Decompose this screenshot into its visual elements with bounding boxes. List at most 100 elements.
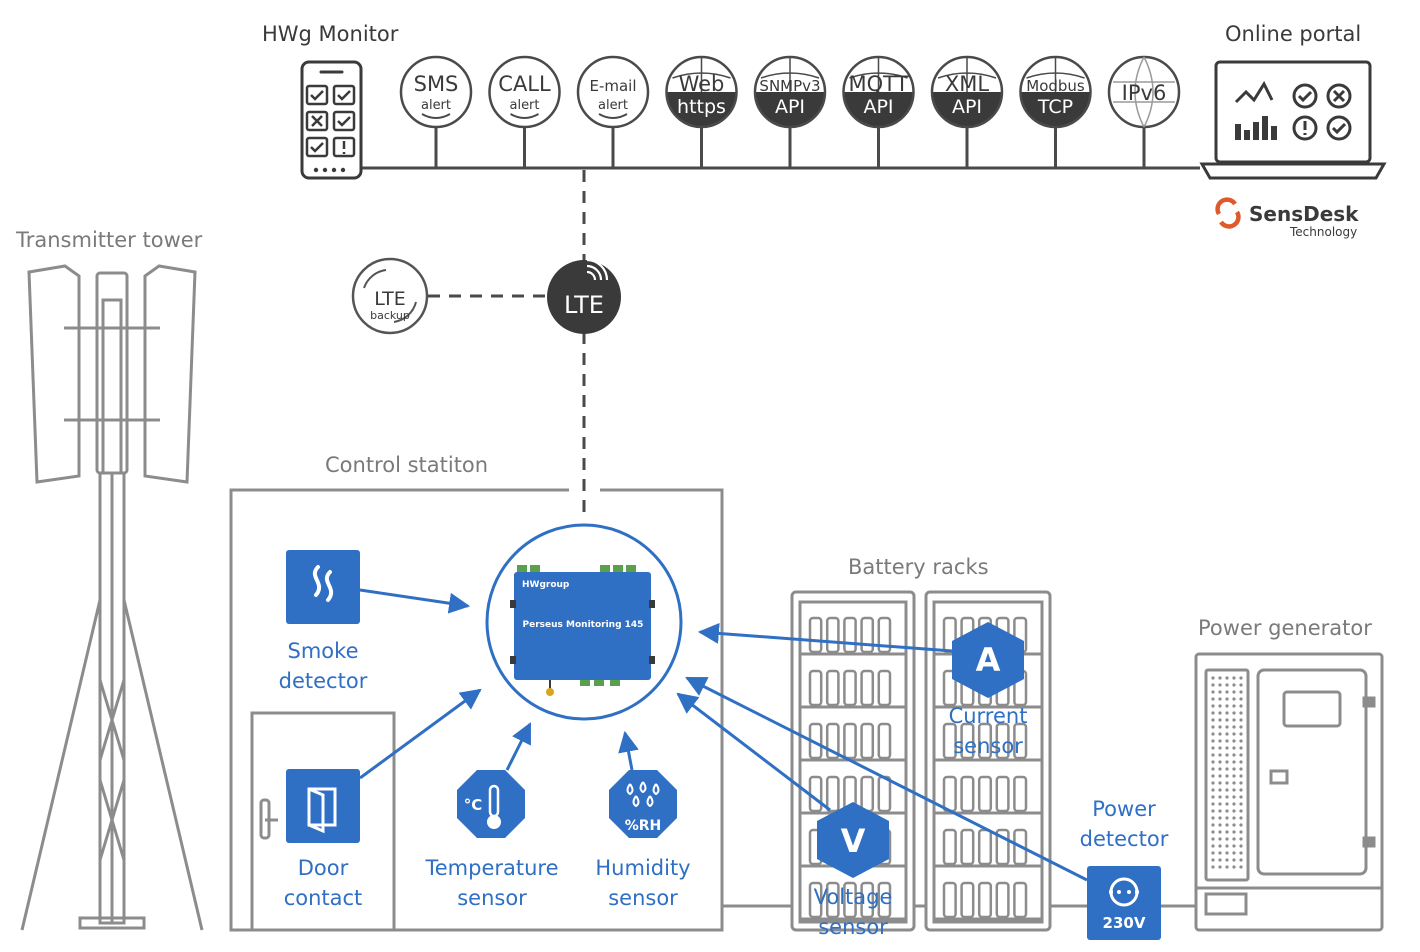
grille-dot [1225, 753, 1229, 757]
channel-icons: SMSalertCALLalertE-mailalertWebhttpsSNMP… [399, 55, 1181, 168]
device-model: Perseus Monitoring 145 [523, 620, 644, 630]
lte-hub-icon: LTE [547, 258, 621, 334]
humidity-label-2: sensor [608, 886, 678, 910]
power-detector-icon: 230V [1087, 866, 1161, 940]
channel-e-mail-icon: E-mail alert [576, 55, 650, 168]
channel-top-label: E-mail [589, 77, 636, 95]
grille-dot [1211, 809, 1215, 813]
grille-dot [1232, 690, 1236, 694]
grille-dot [1232, 795, 1236, 799]
channel-bottom-label: alert [598, 98, 628, 113]
grille-dot [1239, 774, 1243, 778]
grille-dot [1239, 858, 1243, 862]
grille-dot [1239, 795, 1243, 799]
grille-dot [1211, 830, 1215, 834]
grille-dot [1239, 830, 1243, 834]
control-station-box [229, 488, 1196, 932]
grille-dot [1239, 718, 1243, 722]
channel-top-label: CALL [498, 72, 551, 96]
grille-dot [1211, 844, 1215, 848]
channel-top-label: IPv6 [1122, 81, 1167, 105]
grille-dot [1218, 739, 1222, 743]
grille-dot [1225, 865, 1229, 869]
channel-top-label: SNMPv3 [759, 77, 820, 95]
channel-top-label: SMS [414, 72, 459, 96]
temperature-label-2: sensor [457, 886, 527, 910]
grille-dot [1225, 781, 1229, 785]
grille-dot [1232, 816, 1236, 820]
grille-dot [1211, 760, 1215, 764]
grille-dot [1225, 690, 1229, 694]
grille-dot [1218, 711, 1222, 715]
grille-dot [1232, 711, 1236, 715]
grille-dot [1232, 858, 1236, 862]
grille-dot [1211, 795, 1215, 799]
grille-dot [1232, 683, 1236, 687]
grille-dot [1225, 823, 1229, 827]
smoke-label-1: Smoke [288, 639, 359, 663]
channel-bottom-label: alert [421, 98, 451, 113]
voltage-label-2: sensor [818, 915, 888, 939]
grille-dot [1225, 851, 1229, 855]
grille-dot [1232, 788, 1236, 792]
grille-dot [1211, 851, 1215, 855]
battery-racks-title: Battery racks [848, 555, 989, 579]
laptop-dashboard-icon [1199, 60, 1387, 180]
transmitter-tower-icon [20, 264, 204, 931]
grille-dot [1239, 704, 1243, 708]
grille-dot [1239, 697, 1243, 701]
grille-dot [1211, 704, 1215, 708]
hwg-monitor-title: HWg Monitor [262, 22, 399, 46]
grille-dot [1232, 865, 1236, 869]
grille-dot [1218, 816, 1222, 820]
channel-top-label: XML [945, 72, 990, 96]
grille-dot [1239, 725, 1243, 729]
grille-dot [1239, 851, 1243, 855]
channel-bottom-label: API [952, 96, 982, 118]
current-sensor-icon: A [952, 622, 1024, 698]
grille-dot [1218, 823, 1222, 827]
grille-dot [1211, 802, 1215, 806]
grille-dot [1225, 774, 1229, 778]
grille-dot [1218, 697, 1222, 701]
grille-dot [1239, 802, 1243, 806]
tower-title: Transmitter tower [15, 228, 203, 252]
grille-dot [1225, 711, 1229, 715]
door-contact-icon [286, 769, 360, 843]
grille-dot [1211, 865, 1215, 869]
channel-top-label: Web [679, 72, 725, 96]
grille-dot [1232, 732, 1236, 736]
grille-dot [1239, 809, 1243, 813]
grille-dot [1225, 767, 1229, 771]
grille-dot [1239, 753, 1243, 757]
channel-bottom-label: TCP [1037, 96, 1073, 118]
lte-backup-label: LTE [374, 288, 406, 310]
grille-dot [1218, 704, 1222, 708]
voltage-label-1: Voltage [814, 885, 893, 909]
grille-dot [1211, 837, 1215, 841]
grille-dot [1218, 683, 1222, 687]
grille-dot [1211, 746, 1215, 750]
channel-top-label: MQTT [849, 72, 909, 96]
power-glyph: 230V [1103, 914, 1146, 932]
grille-dot [1239, 683, 1243, 687]
door-label-1: Door [298, 856, 349, 880]
grille-dot [1239, 746, 1243, 750]
grille-dot [1225, 718, 1229, 722]
grille-dot [1225, 858, 1229, 862]
grille-dot [1211, 823, 1215, 827]
grille-dot [1218, 753, 1222, 757]
grille-dot [1232, 676, 1236, 680]
grille-dot [1218, 809, 1222, 813]
channel-bottom-label: API [775, 96, 805, 118]
device-brand: HWgroup [522, 580, 570, 590]
channel-bottom-label: API [863, 96, 893, 118]
grille-dot [1211, 697, 1215, 701]
grille-dot [1239, 732, 1243, 736]
grille-dot [1225, 802, 1229, 806]
grille-dot [1239, 844, 1243, 848]
